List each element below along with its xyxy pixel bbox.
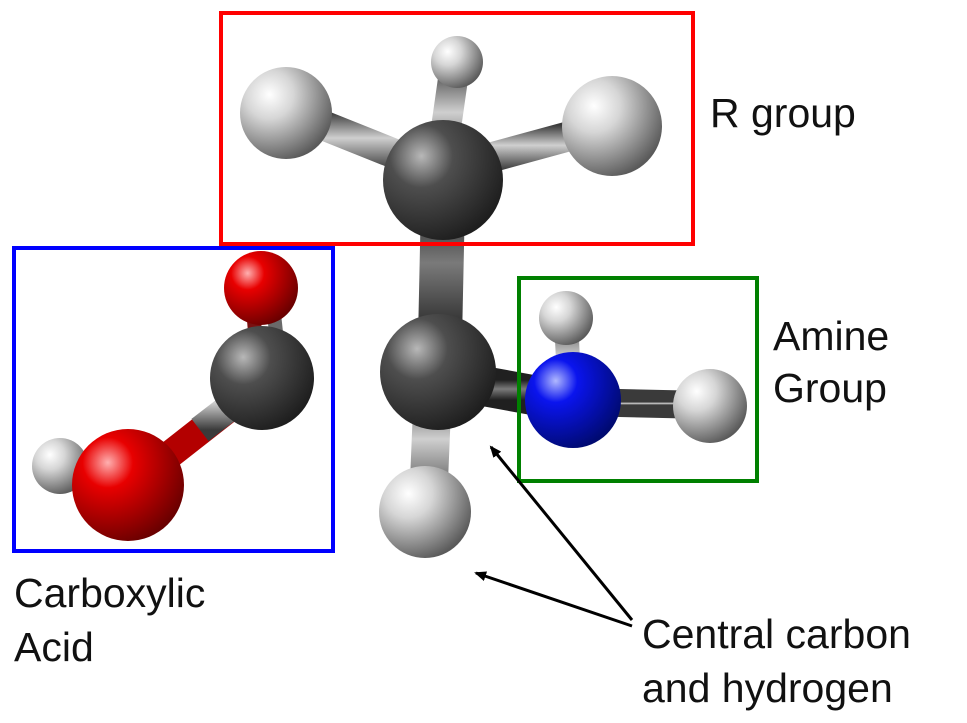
central-carbon-label-line2: and hydrogen: [642, 665, 893, 711]
hydrogen-atom: [673, 369, 747, 443]
atoms: [32, 36, 747, 558]
amine-group-label-line2: Group: [773, 365, 887, 411]
oxygen-atom: [72, 429, 184, 541]
hydrogen-atom: [240, 67, 332, 159]
hydrogen-atom: [539, 291, 593, 345]
carboxylic-acid-label-line1: Carboxylic: [14, 570, 205, 616]
arrow-to-central-carbon: [489, 445, 634, 621]
hydrogen-atom: [562, 76, 662, 176]
nitrogen-atom: [525, 352, 621, 448]
carbon-atom-central: [380, 314, 496, 430]
carbon-atom-methyl: [383, 120, 503, 240]
carbon-atom-carboxyl: [210, 326, 314, 430]
oxygen-atom: [224, 251, 298, 325]
hydrogen-atom-central: [379, 466, 471, 558]
amine-group-box: [517, 276, 759, 483]
r-group-label: R group: [710, 90, 856, 136]
amine-group-label-line1: Amine: [773, 313, 889, 359]
carboxylic-acid-box: [12, 246, 335, 553]
central-carbon-label-line1: Central carbon: [642, 611, 911, 657]
carboxylic-acid-label-line2: Acid: [14, 624, 94, 670]
arrow-to-central-hydrogen: [474, 571, 633, 628]
hydrogen-atom: [431, 36, 483, 88]
r-group-box: [219, 11, 695, 246]
